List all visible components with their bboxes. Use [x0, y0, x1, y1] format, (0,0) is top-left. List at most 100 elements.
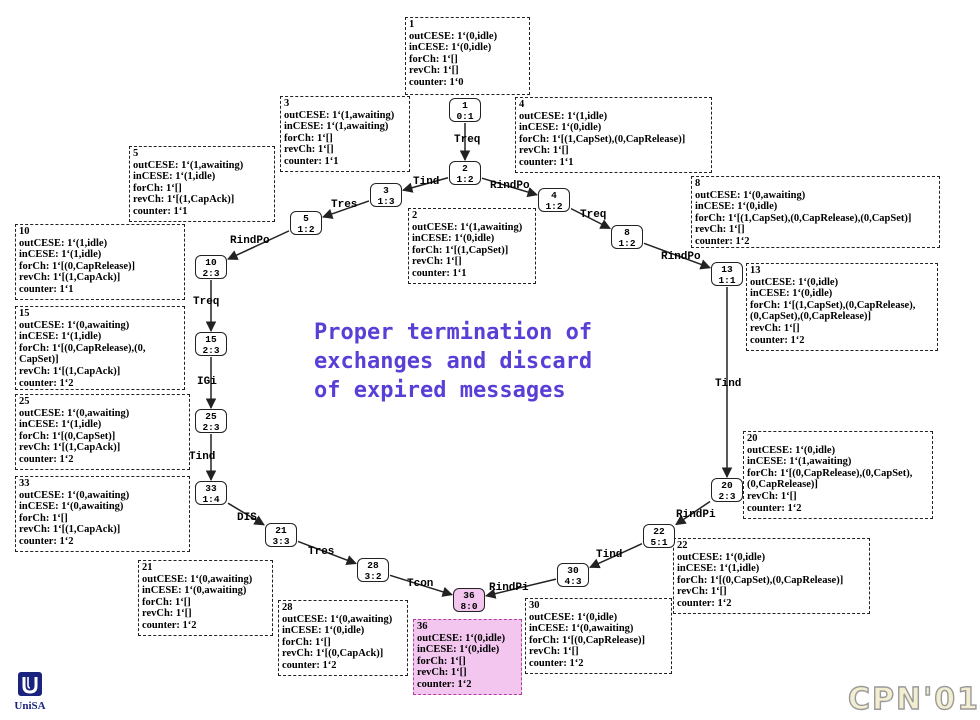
state-info-id: 28 — [282, 602, 293, 613]
state-info-line: counter: 1‘1 — [412, 267, 467, 279]
slide-title-line: of expired messages — [314, 378, 566, 403]
state-info-line: (0,CapSet),(0,CapRelease)] — [750, 311, 872, 323]
state-info-line: inCESE: 1‘(0,idle) — [750, 288, 833, 300]
state-info-id: 15 — [19, 308, 30, 319]
state-info-line: revCh: 1‘[(1,CapAck)] — [19, 524, 121, 536]
state-info-line: inCESE: 1‘(1,idle) — [19, 331, 102, 343]
state-info-line: outCESE: 1‘(0,awaiting) — [282, 613, 393, 625]
arc-label: Tind — [715, 378, 742, 390]
state-info-line: forCh: 1‘[(1,CapSet),(0,CapRelease),(0,C… — [695, 212, 912, 224]
state-info-line: counter: 1‘2 — [19, 377, 74, 389]
arc-label: RindPi — [489, 582, 529, 594]
state-info-line: outCESE: 1‘(0,idle) — [409, 30, 498, 42]
arc-30-36 — [484, 578, 557, 599]
state-info-line: counter: 1‘2 — [282, 659, 337, 671]
state-info-line: outCESE: 1‘(0,awaiting) — [19, 319, 130, 331]
state-info-line: revCh: 1‘[] — [677, 586, 727, 598]
state-node-label: 1:2 — [618, 237, 636, 249]
state-info-line: inCESE: 1‘(1,idle) — [133, 171, 216, 183]
state-node-id: 25 — [205, 411, 217, 422]
arc-label: Tcon — [407, 578, 434, 590]
state-node-id: 20 — [721, 480, 733, 491]
arc-label: RindPi — [676, 509, 716, 521]
state-info-line: revCh: 1‘[] — [519, 145, 569, 157]
state-info-id: 2 — [412, 210, 418, 221]
state-info-line: revCh: 1‘[] — [417, 667, 467, 679]
state-info-line: revCh: 1‘[] — [695, 224, 745, 236]
state-node-label: 1:1 — [718, 274, 736, 286]
state-node-label: 2:3 — [202, 344, 220, 356]
state-info-line: revCh: 1‘[] — [284, 144, 334, 156]
state-node-label: 2:3 — [718, 490, 736, 502]
state-info-line: counter: 1‘2 — [529, 657, 584, 669]
state-node-id: 22 — [653, 526, 665, 537]
state-info-line: outCESE: 1‘(0,idle) — [677, 551, 766, 563]
state-info-line: revCh: 1‘[(1,CapAck)] — [19, 442, 121, 454]
state-node-label: 3:3 — [272, 535, 290, 547]
state-info-line: forCh: 1‘[] — [409, 53, 458, 65]
state-node-label: 8:0 — [460, 600, 478, 612]
state-info-line: inCESE: 1‘(1,idle) — [19, 249, 102, 261]
state-info-line: forCh: 1‘[(0,CapSet)] — [19, 430, 116, 442]
arc-label: Tres — [308, 546, 335, 558]
arc-label: Tres — [331, 199, 358, 211]
arc-28-36 — [389, 574, 454, 597]
state-node-label: 1:3 — [377, 195, 395, 207]
state-info-line: counter: 1‘2 — [417, 678, 472, 690]
state-node-label: 1:4 — [202, 493, 220, 505]
state-node-id: 8 — [624, 227, 630, 238]
state-info-line: outCESE: 1‘(1,awaiting) — [412, 221, 523, 233]
unisa-logo-icon — [18, 672, 42, 696]
state-info-line: revCh: 1‘[] — [529, 646, 579, 658]
state-info-line: outCESE: 1‘(1,idle) — [19, 237, 108, 249]
state-info-line: forCh: 1‘[] — [19, 512, 68, 524]
state-info-id: 20 — [747, 433, 758, 444]
state-info-line: forCh: 1‘[(1,CapSet),(0,CapRelease), — [750, 299, 916, 311]
state-info-line: (0,CapRelease)] — [747, 479, 818, 491]
arc-label: Treq — [580, 209, 607, 221]
state-node-id: 28 — [367, 560, 379, 571]
state-info-line: forCh: 1‘[(0,CapRelease),(0, — [19, 342, 146, 354]
state-info-line: inCESE: 1‘(0,idle) — [417, 644, 500, 656]
arc-33-21 — [227, 502, 265, 526]
state-info-id: 4 — [519, 99, 525, 110]
arcs-layer — [205, 123, 733, 599]
state-info-line: forCh: 1‘[(0,CapRelease)] — [19, 260, 136, 272]
state-node-label: 4:3 — [564, 575, 582, 587]
state-info-line: revCh: 1‘[(1,CapAck)] — [19, 365, 121, 377]
state-node-id: 15 — [205, 334, 217, 345]
arc-22-30 — [589, 543, 643, 569]
state-info-line: inCESE: 1‘(0,awaiting) — [19, 501, 124, 513]
state-info-line: inCESE: 1‘(0,idle) — [412, 233, 495, 245]
state-node-id: 21 — [275, 525, 287, 536]
state-node-id: 5 — [303, 213, 309, 224]
state-info-line: inCESE: 1‘(0,idle) — [695, 201, 778, 213]
state-info-line: counter: 1‘2 — [19, 453, 74, 465]
state-node-id: 2 — [462, 163, 468, 174]
state-node-label: 0:1 — [456, 110, 474, 122]
state-info-id: 21 — [142, 562, 153, 573]
state-info-line: outCESE: 1‘(0,awaiting) — [19, 407, 130, 419]
state-info-line: outCESE: 1‘(0,awaiting) — [142, 573, 253, 585]
state-info-line: outCESE: 1‘(0,idle) — [750, 276, 839, 288]
